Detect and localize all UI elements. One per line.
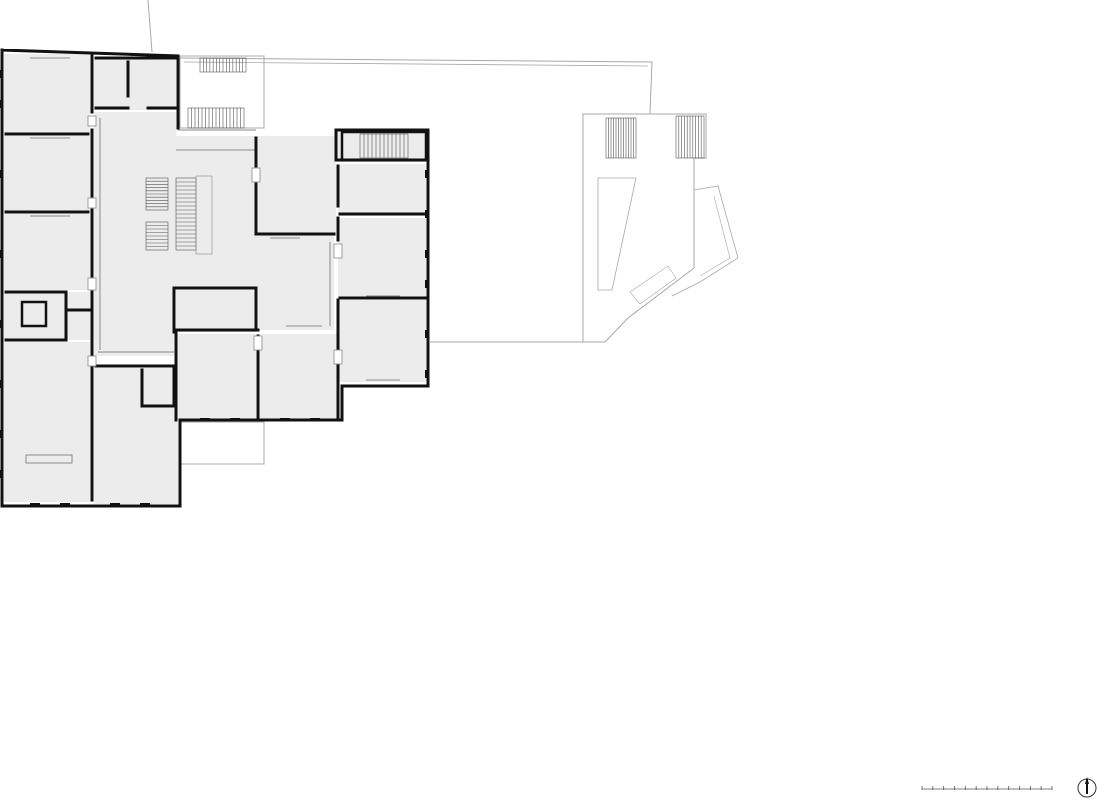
window-tick (0, 250, 3, 258)
room-west-1 (4, 54, 90, 134)
room-east-2 (338, 218, 426, 298)
wall-south-large-top (94, 364, 176, 408)
annex-inner-wall (597, 177, 637, 291)
window-tick (425, 170, 428, 178)
north-terrace-outline (179, 55, 265, 129)
scale-bar (921, 786, 1053, 790)
heavy-walls (0, 48, 430, 508)
window-tick (30, 503, 40, 506)
room-south-2 (258, 334, 338, 420)
room-south-large (94, 368, 178, 504)
room-north-center (258, 136, 336, 236)
room-west-3 (4, 214, 90, 290)
window-tick (0, 430, 3, 438)
window-tick (140, 503, 150, 506)
room-west-large-bench (25, 454, 73, 464)
annex-ramp (671, 185, 739, 297)
room-west-2 (4, 136, 90, 212)
door-7 (253, 335, 263, 351)
stair-well (195, 175, 213, 255)
east-stair-box (340, 130, 428, 162)
window-tick (0, 170, 3, 178)
wall-west-stair (4, 290, 94, 342)
stairs (145, 57, 705, 255)
south-terrace-outline (179, 421, 265, 465)
window-tick (280, 418, 290, 421)
annex-ramp-inner (699, 195, 731, 277)
window-tick (425, 250, 428, 258)
room-fills (4, 54, 426, 504)
light-walls (25, 57, 400, 464)
room-east-1 (338, 164, 426, 216)
room-east-3 (338, 300, 426, 382)
window-tick (0, 470, 3, 478)
door-6 (333, 243, 343, 259)
stair-core (20, 300, 48, 328)
window-tick (425, 210, 428, 218)
room-east-stair (336, 132, 426, 162)
site-outlines (147, 0, 739, 465)
door-4 (87, 355, 97, 367)
door-1 (87, 115, 97, 127)
north-arrow-icon (1077, 777, 1097, 798)
annex-fold (629, 265, 677, 305)
window-tick (425, 370, 428, 378)
door-marks (87, 115, 343, 367)
outer-wall-west-block (0, 48, 430, 508)
door-8 (333, 349, 343, 365)
wall-center-block (172, 136, 336, 334)
window-tick (0, 70, 3, 78)
central-hall (94, 112, 334, 356)
door-2 (87, 197, 97, 209)
annex-outline (582, 113, 707, 343)
window-tick (60, 503, 70, 506)
window-tick (110, 503, 120, 506)
window-tick (0, 380, 3, 388)
window-tick (310, 418, 320, 421)
room-south-center-left (176, 290, 256, 332)
door-3 (87, 277, 97, 291)
door-5 (251, 167, 261, 183)
room-wc (94, 58, 176, 110)
courtyard-outline-inner (183, 61, 649, 67)
window-tick (425, 330, 428, 338)
room-south-1 (176, 334, 256, 420)
wall-wc (94, 56, 178, 110)
window-ticks (0, 70, 428, 506)
window-tick (0, 100, 3, 108)
room-west-large (4, 342, 90, 502)
window-tick (0, 320, 3, 328)
window-tick (200, 418, 210, 421)
site-line-top-left (147, 0, 153, 53)
window-tick (230, 418, 240, 421)
window-tick (425, 280, 428, 288)
